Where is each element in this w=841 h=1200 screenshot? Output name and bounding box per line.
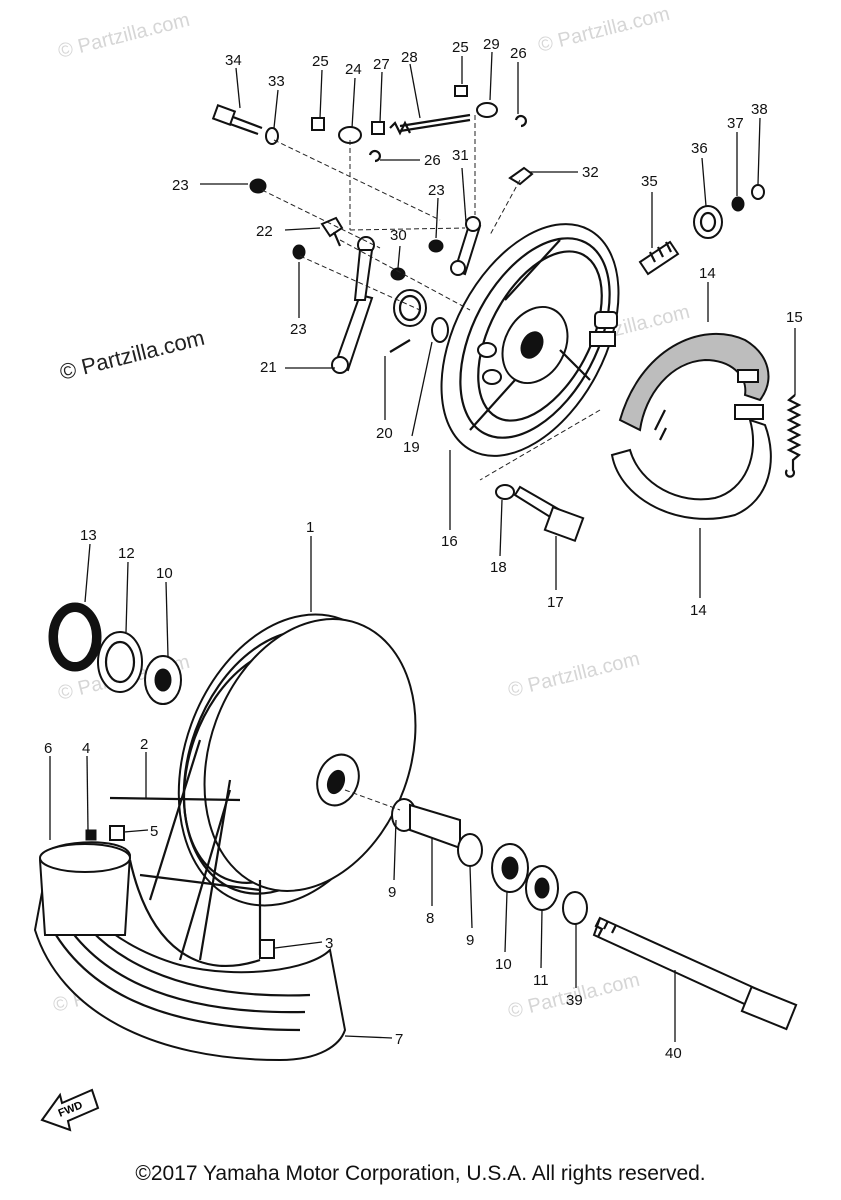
copyright-notice: ©2017 Yamaha Motor Corporation, U.S.A. A…	[135, 1162, 706, 1185]
callout: 37	[727, 115, 744, 132]
callout: 6	[44, 740, 52, 757]
callout: 18	[490, 559, 507, 576]
callout: 29	[483, 36, 500, 53]
callout: 9	[388, 884, 396, 901]
axle	[592, 916, 798, 1031]
return-spring	[784, 394, 802, 478]
callout: 28	[401, 49, 418, 66]
callout: 15	[786, 309, 803, 326]
callout: 33	[268, 73, 285, 90]
callout: 1	[306, 519, 314, 536]
callout: 31	[452, 147, 469, 164]
callout: 32	[582, 164, 599, 181]
callout: 8	[426, 910, 434, 927]
callout: 11	[533, 972, 549, 989]
hub-left-parts	[48, 602, 182, 705]
brake-rod	[311, 85, 527, 163]
callout: 13	[80, 527, 97, 544]
callout: 20	[376, 425, 393, 442]
alignment-lines	[261, 115, 601, 811]
watermark: © Partzilla.com	[506, 648, 642, 702]
callout: 3	[325, 935, 333, 952]
callout: 4	[82, 740, 90, 757]
callout: 27	[373, 56, 390, 73]
watermark: © Partzilla.com	[56, 9, 192, 63]
callout: 25	[452, 39, 469, 56]
callout-labels: 34 33 25 24 27 28 25 29 26 26 23 31 23 3…	[44, 36, 803, 1062]
nuts	[249, 166, 534, 281]
bolt	[211, 104, 279, 145]
callout: 21	[260, 359, 277, 376]
callout: 19	[403, 439, 420, 456]
callout: 7	[395, 1031, 403, 1048]
callout: 35	[641, 173, 658, 190]
callout: 25	[312, 53, 329, 70]
speedometer-gear	[638, 184, 765, 276]
forward-arrow-icon: FWD	[40, 1088, 100, 1132]
callout: 26	[510, 45, 527, 62]
leader-lines	[49, 51, 796, 1042]
callout: 12	[118, 545, 135, 562]
brake-shoes	[610, 332, 772, 520]
callout: 40	[665, 1045, 682, 1062]
watermark: © Partzilla.com	[57, 325, 207, 385]
callout: 23	[290, 321, 307, 338]
callout: 5	[150, 823, 158, 840]
callout: 9	[466, 932, 474, 949]
callout: 36	[691, 140, 708, 157]
callout: 23	[172, 177, 189, 194]
callout: 30	[390, 227, 407, 244]
callout: 24	[345, 61, 362, 78]
spokes	[109, 739, 262, 961]
brake-panel	[440, 223, 620, 457]
callout: 14	[699, 265, 716, 282]
callout: 23	[428, 182, 445, 199]
callout: 34	[225, 52, 242, 69]
mudguard	[33, 825, 347, 1062]
panel-seal	[389, 289, 449, 353]
cam-levers	[331, 216, 482, 374]
watermark: © Partzilla.com	[536, 3, 672, 57]
callout: 17	[547, 594, 564, 611]
callout: 38	[751, 101, 768, 118]
callout: 22	[256, 223, 273, 240]
callout: 16	[441, 533, 458, 550]
brake-cam	[495, 484, 585, 543]
callout: 39	[566, 992, 583, 1009]
wheel-hub	[177, 613, 417, 907]
callout: 2	[140, 736, 148, 753]
callout: 10	[495, 956, 512, 973]
callout: 10	[156, 565, 173, 582]
callout: 26	[424, 152, 441, 169]
callout: 14	[690, 602, 707, 619]
hub-right-parts	[391, 798, 588, 925]
